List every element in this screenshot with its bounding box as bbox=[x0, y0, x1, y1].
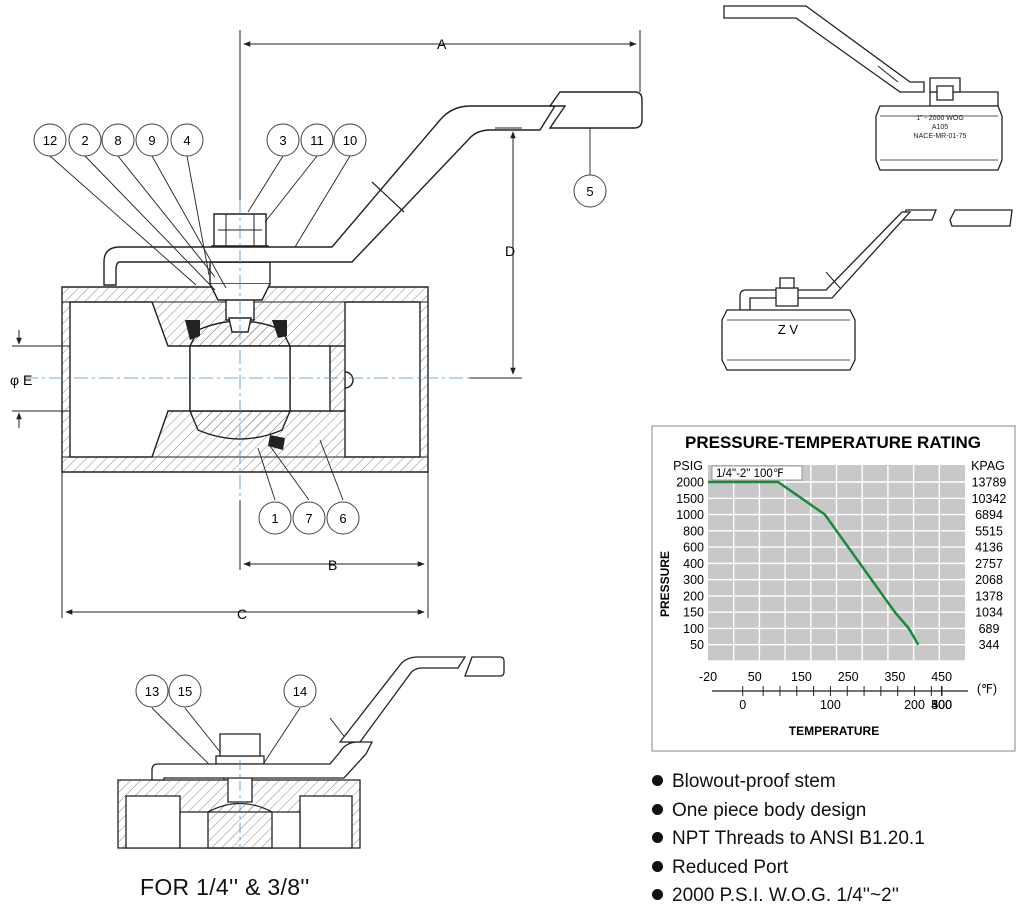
dim-label-b: B bbox=[328, 557, 337, 573]
dim-label-d: D bbox=[505, 243, 515, 259]
feature-item: NPT Threads to ANSI B1.20.1 bbox=[652, 825, 925, 854]
chart-y-tick-kpag: 344 bbox=[979, 638, 1000, 652]
chart-y-tick-psig: 600 bbox=[683, 541, 704, 555]
chart-x-tick-f: 450 bbox=[931, 670, 952, 684]
chart-y-tick-psig: 100 bbox=[683, 622, 704, 636]
chart-y-tick-psig: 1500 bbox=[676, 492, 704, 506]
bullet-icon bbox=[652, 889, 663, 900]
chart-title: PRESSURE-TEMPERATURE RATING bbox=[685, 433, 981, 452]
caption: FOR 1/4'' & 3/8'' bbox=[140, 874, 310, 900]
chart-y-tick-psig: 50 bbox=[690, 638, 704, 652]
chart-x-tick-f: 150 bbox=[791, 670, 812, 684]
chart-y-tick-kpag: 689 bbox=[979, 622, 1000, 636]
chart-y-tick-psig: 150 bbox=[683, 606, 704, 620]
bullet-icon bbox=[652, 803, 663, 815]
chart-y-tick-psig: 400 bbox=[683, 557, 704, 571]
balloon-5: 5 bbox=[586, 184, 593, 199]
chart-x-label: TEMPERATURE bbox=[789, 724, 879, 738]
balloon-4: 4 bbox=[183, 133, 190, 148]
side-label: Z V bbox=[778, 322, 799, 337]
dim-label-a: A bbox=[437, 36, 447, 52]
chart-x-tick-c: 300 bbox=[931, 698, 952, 712]
chart-y-tick-kpag: 1378 bbox=[975, 589, 1003, 603]
chart-y-tick-kpag: 2068 bbox=[975, 573, 1003, 587]
body-marking-line3: NACE-MR-01-75 bbox=[914, 133, 967, 140]
balloon-12: 12 bbox=[43, 133, 57, 148]
balloon-13: 13 bbox=[145, 684, 159, 699]
chart-y-tick-psig: 800 bbox=[683, 524, 704, 538]
balloon-15: 15 bbox=[178, 684, 192, 699]
balloon-8: 8 bbox=[114, 133, 121, 148]
dim-label-c: C bbox=[237, 606, 247, 622]
chart-y-tick-kpag: 2757 bbox=[975, 557, 1003, 571]
chart-x-tick-c: 100 bbox=[820, 698, 841, 712]
chart-y-label: PRESSURE bbox=[658, 551, 672, 617]
chart-x-tick-f: 250 bbox=[838, 670, 859, 684]
bullet-icon bbox=[652, 860, 663, 872]
balloon-6: 6 bbox=[339, 511, 346, 526]
chart-y-tick-kpag: 6894 bbox=[975, 508, 1003, 522]
handle-lever bbox=[103, 105, 557, 286]
balloon-7: 7 bbox=[305, 511, 312, 526]
balloon-9: 9 bbox=[148, 133, 155, 148]
feature-item: Blowout-proof stem bbox=[652, 768, 925, 797]
chart-y-tick-kpag: 5515 bbox=[975, 524, 1003, 538]
chart-x-tick-f: 350 bbox=[884, 670, 905, 684]
chart-y-tick-psig: 300 bbox=[683, 573, 704, 587]
balloons bbox=[33, 123, 607, 708]
chart-legend-box bbox=[711, 465, 803, 481]
chart-x-tick-c: 200 bbox=[904, 698, 925, 712]
bullet-icon bbox=[652, 775, 663, 786]
chart-y-tick-psig: 200 bbox=[683, 589, 704, 603]
balloon-11: 11 bbox=[310, 133, 324, 148]
top-right-view bbox=[723, 5, 1003, 171]
chart-y-tick-psig: 1000 bbox=[676, 508, 704, 522]
balloon-2: 2 bbox=[81, 133, 88, 148]
chart-x-tick-c: 500 bbox=[931, 698, 952, 712]
dimension-lines bbox=[12, 30, 641, 618]
chart-plot-area bbox=[707, 465, 965, 662]
bullet-icon bbox=[652, 832, 663, 843]
chart-legend: 1/4"-2" 100℉ bbox=[716, 468, 784, 480]
leader-lines bbox=[49, 128, 591, 781]
chart-y-tick-kpag: 1034 bbox=[975, 606, 1003, 620]
chart-y-tick-kpag: 10342 bbox=[972, 492, 1007, 506]
balloon-3: 3 bbox=[279, 133, 286, 148]
bottom-detail-view bbox=[117, 656, 505, 849]
feature-item: Reduced Port bbox=[652, 854, 925, 883]
chart-y-tick-kpag: 4136 bbox=[975, 541, 1003, 555]
body-marking-line1: 1" - 2000 WOG bbox=[916, 115, 964, 122]
balloon-10: 10 bbox=[343, 133, 357, 148]
chart-series-line bbox=[708, 480, 920, 646]
chart-x-tick-c: 400 bbox=[931, 698, 952, 712]
balloon-1: 1 bbox=[271, 511, 278, 526]
balloon-14: 14 bbox=[293, 684, 307, 699]
chart-right-unit: KPAG bbox=[971, 459, 1005, 473]
feature-item: 2000 P.S.I. W.O.G. 1/4''~2'' bbox=[652, 882, 925, 911]
chart-x-unit: (℉) bbox=[977, 682, 997, 696]
chart-y-tick-kpag: 13789 bbox=[972, 476, 1007, 490]
chart-left-unit: PSIG bbox=[673, 459, 703, 473]
chart-x-tick-c: 0 bbox=[739, 698, 746, 712]
feature-item: One piece body design bbox=[652, 797, 925, 826]
body-marking-line2: A105 bbox=[932, 124, 948, 131]
chart-x-tick-f: 50 bbox=[748, 670, 762, 684]
dim-label-e: φ E bbox=[10, 372, 32, 388]
chart-x-tick-f: -20 bbox=[699, 670, 717, 684]
mid-right-view bbox=[721, 209, 1013, 371]
feature-list: Blowout-proof stem One piece body design… bbox=[652, 768, 925, 911]
chart-y-tick-psig: 2000 bbox=[676, 476, 704, 490]
main-section-view bbox=[24, 91, 643, 500]
